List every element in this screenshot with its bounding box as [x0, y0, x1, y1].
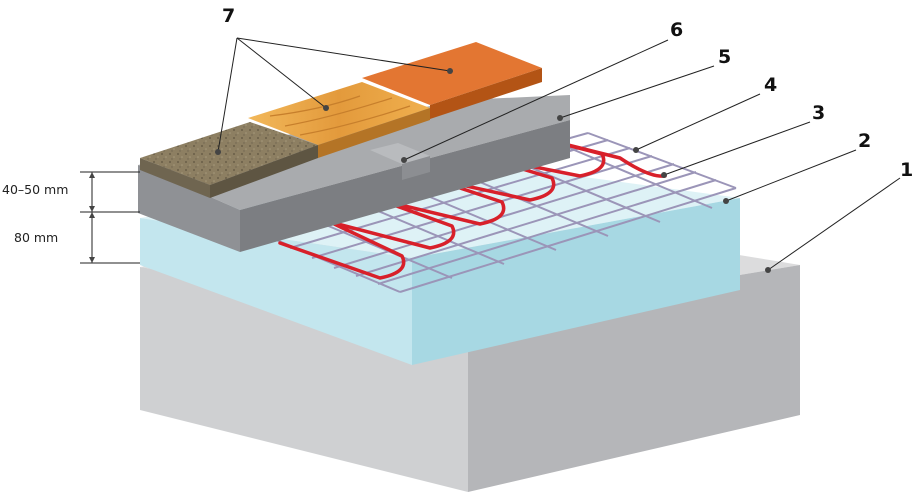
edge-strip [370, 143, 430, 180]
callout-6: 6 [670, 19, 683, 41]
callout-2: 2 [858, 130, 871, 152]
floor-covering-wood [248, 82, 430, 158]
dimension-label-lower: 80 mm [14, 230, 58, 245]
leader-lines [217, 37, 901, 271]
heating-cable [278, 136, 667, 280]
leader-dots [215, 68, 771, 273]
floor-covering-tile [362, 42, 542, 119]
callout-7: 7 [222, 5, 235, 27]
dimension-label-upper: 40–50 mm [2, 182, 68, 197]
reinforcing-mesh [247, 132, 737, 293]
callout-4: 4 [764, 74, 777, 96]
callout-1: 1 [900, 159, 912, 181]
callout-5: 5 [718, 46, 731, 68]
dimension-lines [80, 171, 140, 264]
floor-covering-carpet [140, 122, 318, 198]
callout-3: 3 [812, 102, 825, 124]
